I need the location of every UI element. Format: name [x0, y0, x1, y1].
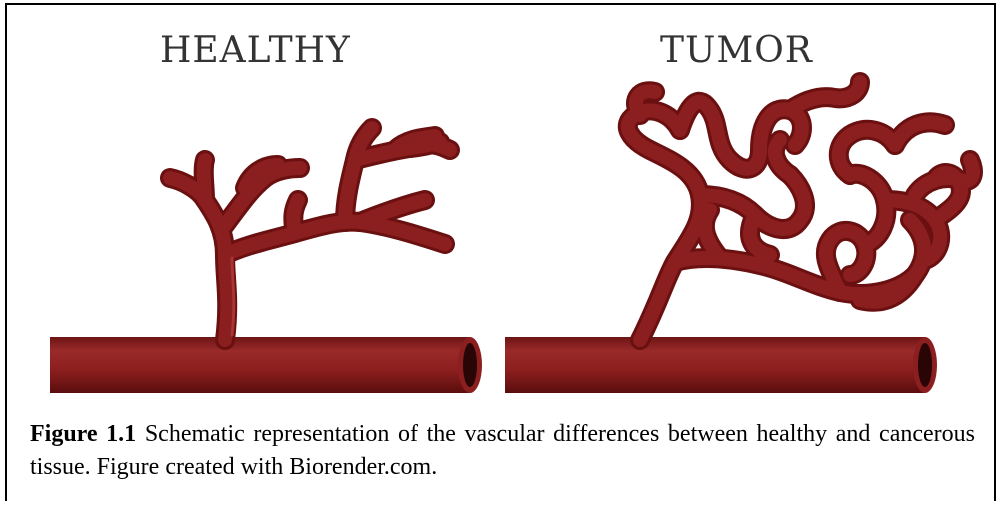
tumor-main-vessel	[505, 337, 937, 393]
healthy-main-vessel	[50, 337, 482, 393]
caption-text: Schematic representation of the vascular…	[30, 421, 975, 480]
healthy-branching-vessels	[170, 128, 450, 340]
tumor-tortuous-vessels	[628, 82, 973, 340]
figure-label: Figure 1.1	[30, 421, 136, 447]
figure-caption: Figure 1.1 Schematic representation of t…	[30, 418, 975, 484]
